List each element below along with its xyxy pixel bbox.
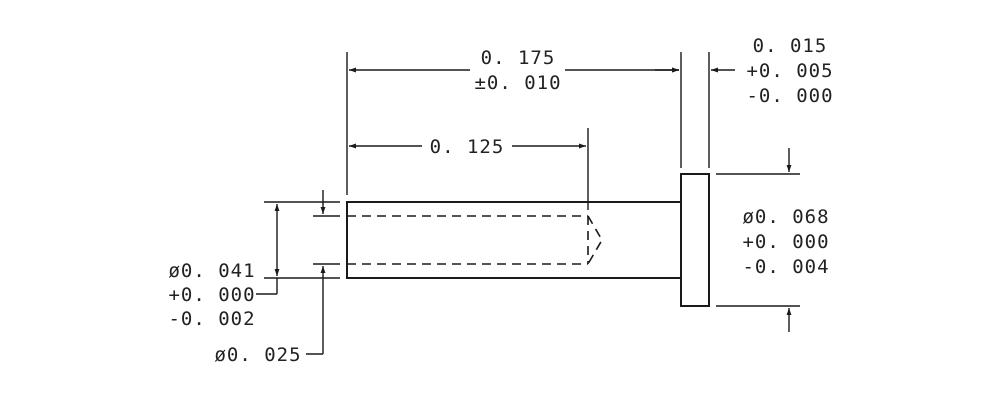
head-thickness-tol-plus: +0. 005 [746, 60, 833, 82]
head-diameter-tol-minus: -0. 004 [742, 256, 829, 278]
bore-diameter-value: ø0. 025 [214, 344, 301, 366]
extension-lines [264, 52, 800, 307]
head-thickness-tol-minus: -0. 000 [746, 85, 833, 107]
overall-length-tolerance: ±0. 010 [474, 72, 561, 94]
dim-head-diameter: ø0. 068 +0. 000 -0. 004 [742, 148, 829, 332]
head-thickness-value: 0. 015 [753, 35, 828, 57]
bore-depth-value: 0. 125 [430, 136, 505, 158]
head-diameter-tol-plus: +0. 000 [742, 231, 829, 253]
dim-shank-diameter: ø0. 041 +0. 000 -0. 002 [168, 204, 280, 330]
head-diameter-value: ø0. 068 [742, 206, 829, 228]
dim-bore-diameter: ø0. 025 [214, 190, 326, 366]
dim-head-thickness: 0. 015 +0. 005 -0. 000 [655, 35, 833, 107]
hidden-drill-point [587, 215, 603, 265]
shank-diameter-tol-plus: +0. 000 [168, 284, 255, 306]
pin-head [680, 173, 710, 307]
dim-overall-length: 0. 175 ±0. 010 [349, 47, 679, 94]
dim-bore-depth: 0. 125 [349, 136, 586, 158]
shank-diameter-value: ø0. 041 [168, 260, 255, 282]
overall-length-value: 0. 175 [481, 47, 556, 69]
pin-part [346, 173, 710, 307]
pin-shank [346, 201, 682, 279]
shank-diameter-tol-minus: -0. 002 [168, 308, 255, 330]
